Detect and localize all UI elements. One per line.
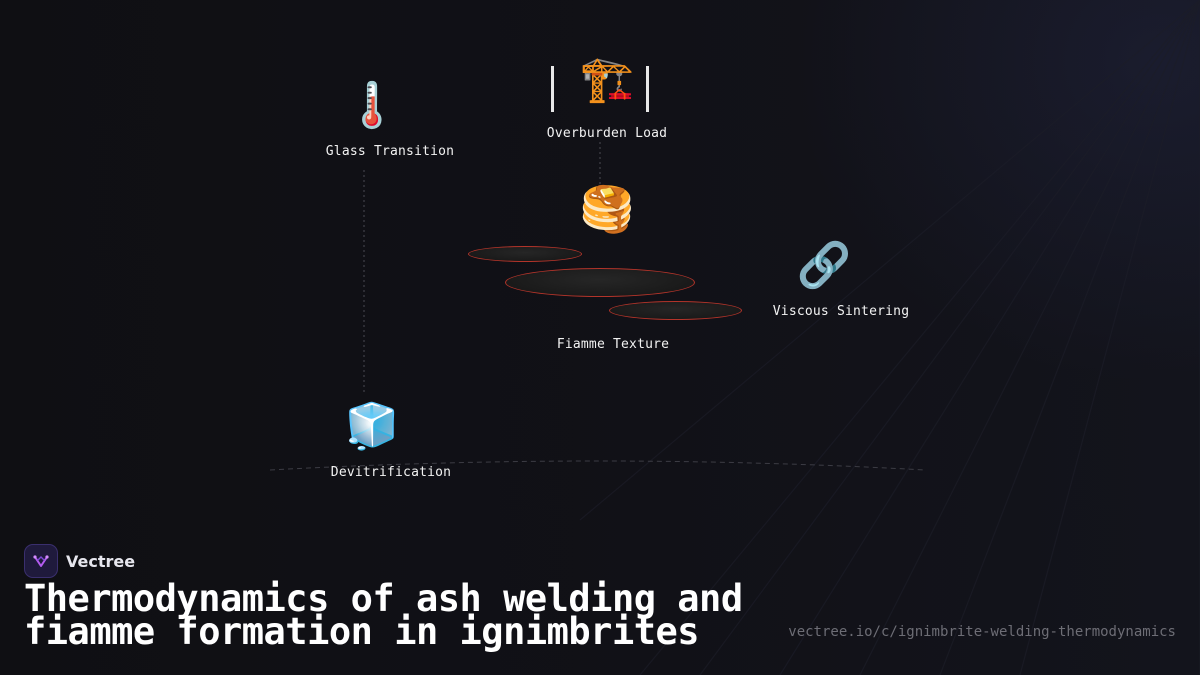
thermometer-icon: 🌡️ — [344, 80, 400, 131]
viscous-sintering-label: Viscous Sintering — [772, 304, 910, 319]
brand[interactable]: Vectree — [24, 544, 135, 578]
pancakes-icon: 🥞 — [579, 184, 635, 235]
fiamme-disc-lower — [609, 301, 742, 320]
overburden-load-label: Overburden Load — [546, 126, 668, 141]
link-icon: 🔗 — [796, 240, 852, 291]
crane-icon: 🏗️ — [579, 54, 635, 105]
brand-name: Vectree — [66, 551, 136, 571]
page-title: Thermodynamics of ash welding and fiamme… — [24, 577, 743, 653]
source-url[interactable]: vectree.io/c/ignimbrite-welding-thermody… — [788, 624, 1176, 640]
load-bracket-right — [646, 66, 649, 112]
ice-cube-icon: 🧊 — [344, 401, 400, 452]
fiamme-disc-middle — [505, 268, 695, 297]
glass-transition-label: Glass Transition — [325, 144, 455, 159]
vectree-logo-icon — [24, 544, 58, 578]
load-bracket-left — [551, 66, 554, 112]
connector-ground-curve — [269, 460, 926, 471]
devitrification-label: Devitrification — [330, 465, 452, 480]
fiamme-disc-upper — [468, 246, 582, 262]
fiamme-texture-label: Fiamme Texture — [556, 337, 670, 352]
